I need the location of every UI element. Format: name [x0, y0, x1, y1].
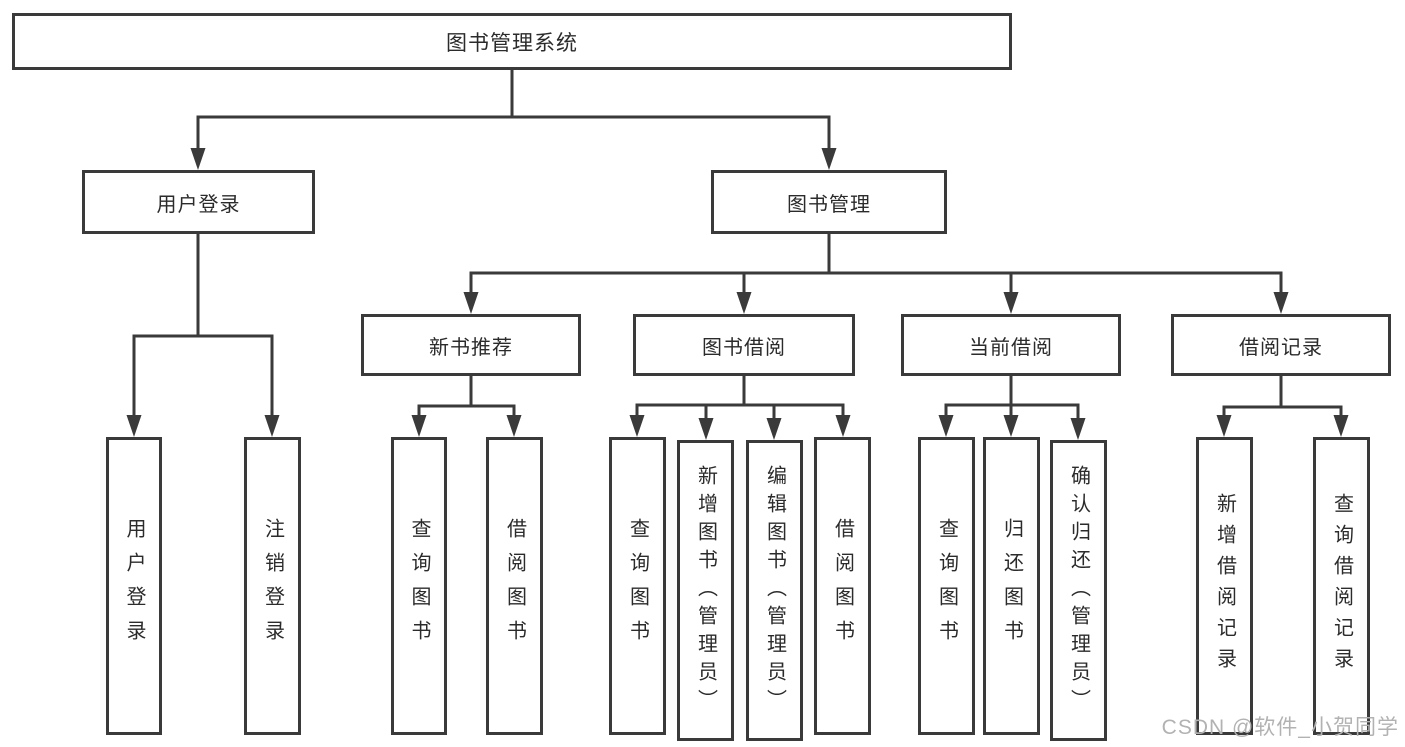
- node-borrowing-records: 借阅记录: [1171, 314, 1391, 376]
- leaf-logout: 注销登录: [244, 437, 301, 735]
- leaf-user-login: 用户登录: [106, 437, 162, 735]
- node-label: 借阅图书: [831, 518, 854, 654]
- node-label: 图书借阅: [702, 336, 786, 359]
- node-label: 查询图书: [935, 518, 958, 654]
- node-library-management-system: 图书管理系统: [12, 13, 1012, 70]
- node-label: 借阅图书: [503, 518, 526, 654]
- watermark: CSDN @软件_小贺同学: [1161, 716, 1399, 739]
- node-label: 新书推荐: [429, 336, 513, 359]
- leaf-borrow-books-1: 借阅图书: [486, 437, 543, 735]
- node-label: 注销登录: [261, 518, 284, 654]
- node-book-management-branch: 图书管理: [711, 170, 947, 234]
- node-book-borrowing: 图书借阅: [633, 314, 855, 376]
- leaf-query-books-1: 查询图书: [391, 437, 447, 735]
- node-label: 图书管理系统: [446, 31, 578, 55]
- node-label: 新增图书（管理员）: [694, 464, 717, 717]
- leaf-query-books-3: 查询图书: [918, 437, 975, 735]
- leaf-confirm-return-admin: 确认归还（管理员）: [1050, 440, 1107, 741]
- node-label: 归还图书: [1000, 518, 1023, 654]
- node-label: 编辑图书（管理员）: [763, 464, 786, 717]
- node-new-book-recommendation: 新书推荐: [361, 314, 581, 376]
- leaf-add-borrow-record: 新增借阅记录: [1196, 437, 1253, 735]
- node-label: 用户登录: [156, 193, 241, 216]
- node-label: 查询图书: [408, 518, 430, 654]
- node-current-borrowing: 当前借阅: [901, 314, 1121, 376]
- leaf-query-borrow-record: 查询借阅记录: [1313, 437, 1370, 735]
- leaf-return-book: 归还图书: [983, 437, 1040, 735]
- node-label: 新增借阅记录: [1213, 493, 1236, 679]
- node-user-login-branch: 用户登录: [82, 170, 315, 234]
- node-label: 查询借阅记录: [1330, 493, 1353, 679]
- node-label: 当前借阅: [969, 336, 1053, 359]
- node-label: 确认归还（管理员）: [1067, 464, 1090, 717]
- leaf-borrow-books-2: 借阅图书: [814, 437, 871, 735]
- node-label: 图书管理: [787, 193, 871, 216]
- node-label: 借阅记录: [1239, 336, 1323, 359]
- node-label: 用户登录: [123, 518, 145, 654]
- leaf-edit-book-admin: 编辑图书（管理员）: [746, 440, 803, 741]
- leaf-add-book-admin: 新增图书（管理员）: [677, 440, 734, 741]
- leaf-query-books-2: 查询图书: [609, 437, 666, 735]
- node-label: 查询图书: [626, 518, 649, 654]
